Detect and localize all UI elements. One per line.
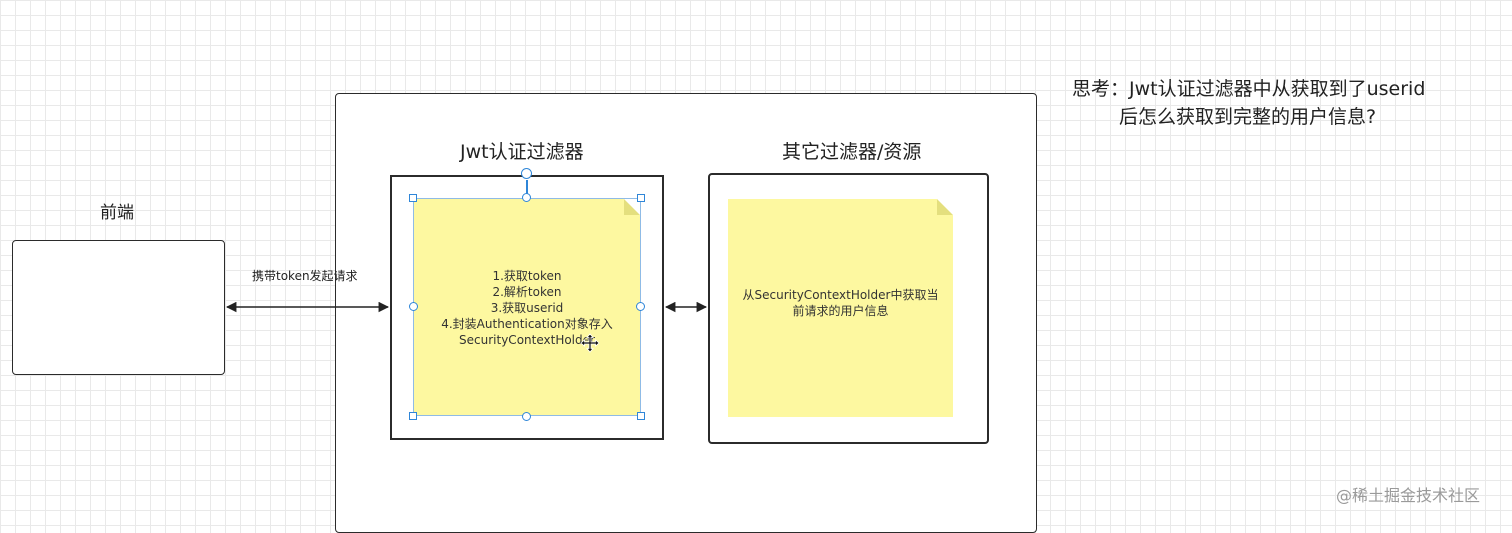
- jwt-note-line-3: 3.获取userid: [490, 301, 564, 315]
- other-note-line-2: 前请求的用户信息: [792, 304, 889, 318]
- resize-handle-top-left[interactable]: [409, 194, 417, 202]
- resize-handle-bottom[interactable]: [522, 412, 531, 421]
- jwt-note-line-4: 4.封装Authentication对象存入: [441, 317, 613, 331]
- connector-layer: [225, 301, 708, 313]
- other-note-text: 从SecurityContextHolder中获取当 前请求的用户信息: [743, 287, 939, 319]
- question-line-1: 思考：Jwt认证过滤器中从获取到了userid: [1072, 78, 1426, 100]
- jwt-note-line-5: SecurityContextHolder: [459, 333, 595, 347]
- resize-handle-bottom-right[interactable]: [637, 412, 645, 420]
- watermark: @稀土掘金技术社区: [1336, 486, 1481, 505]
- question-line-2: 后怎么获取到完整的用户信息?: [1119, 106, 1377, 128]
- jwt-note-line-2: 2.解析token: [492, 285, 562, 299]
- other-note-line-1: 从SecurityContextHolder中获取当: [742, 288, 939, 302]
- resize-handle-right[interactable]: [636, 302, 645, 311]
- jwt-note-line-1: 1.获取token: [492, 269, 562, 283]
- frontend-title: 前端: [100, 203, 134, 223]
- note-fold-corner: [624, 199, 640, 215]
- move-cursor-icon: [580, 333, 600, 353]
- rotate-handle-icon[interactable]: [521, 168, 532, 179]
- other-filters-note[interactable]: 从SecurityContextHolder中获取当 前请求的用户信息: [728, 199, 953, 417]
- request-arrow-label: 携带token发起请求: [252, 269, 358, 283]
- other-filters-title: 其它过滤器/资源: [782, 141, 922, 163]
- resize-handle-left[interactable]: [409, 302, 418, 311]
- jwt-note-text: 1.获取token 2.解析token 3.获取userid 4.封装Authe…: [441, 268, 613, 348]
- rotate-handle-stem: [526, 180, 528, 194]
- frontend-box[interactable]: [12, 240, 225, 375]
- resize-handle-top-right[interactable]: [637, 194, 645, 202]
- jwt-filter-title: Jwt认证过滤器: [460, 141, 584, 163]
- resize-handle-bottom-left[interactable]: [409, 412, 417, 420]
- note-fold-corner: [937, 199, 953, 215]
